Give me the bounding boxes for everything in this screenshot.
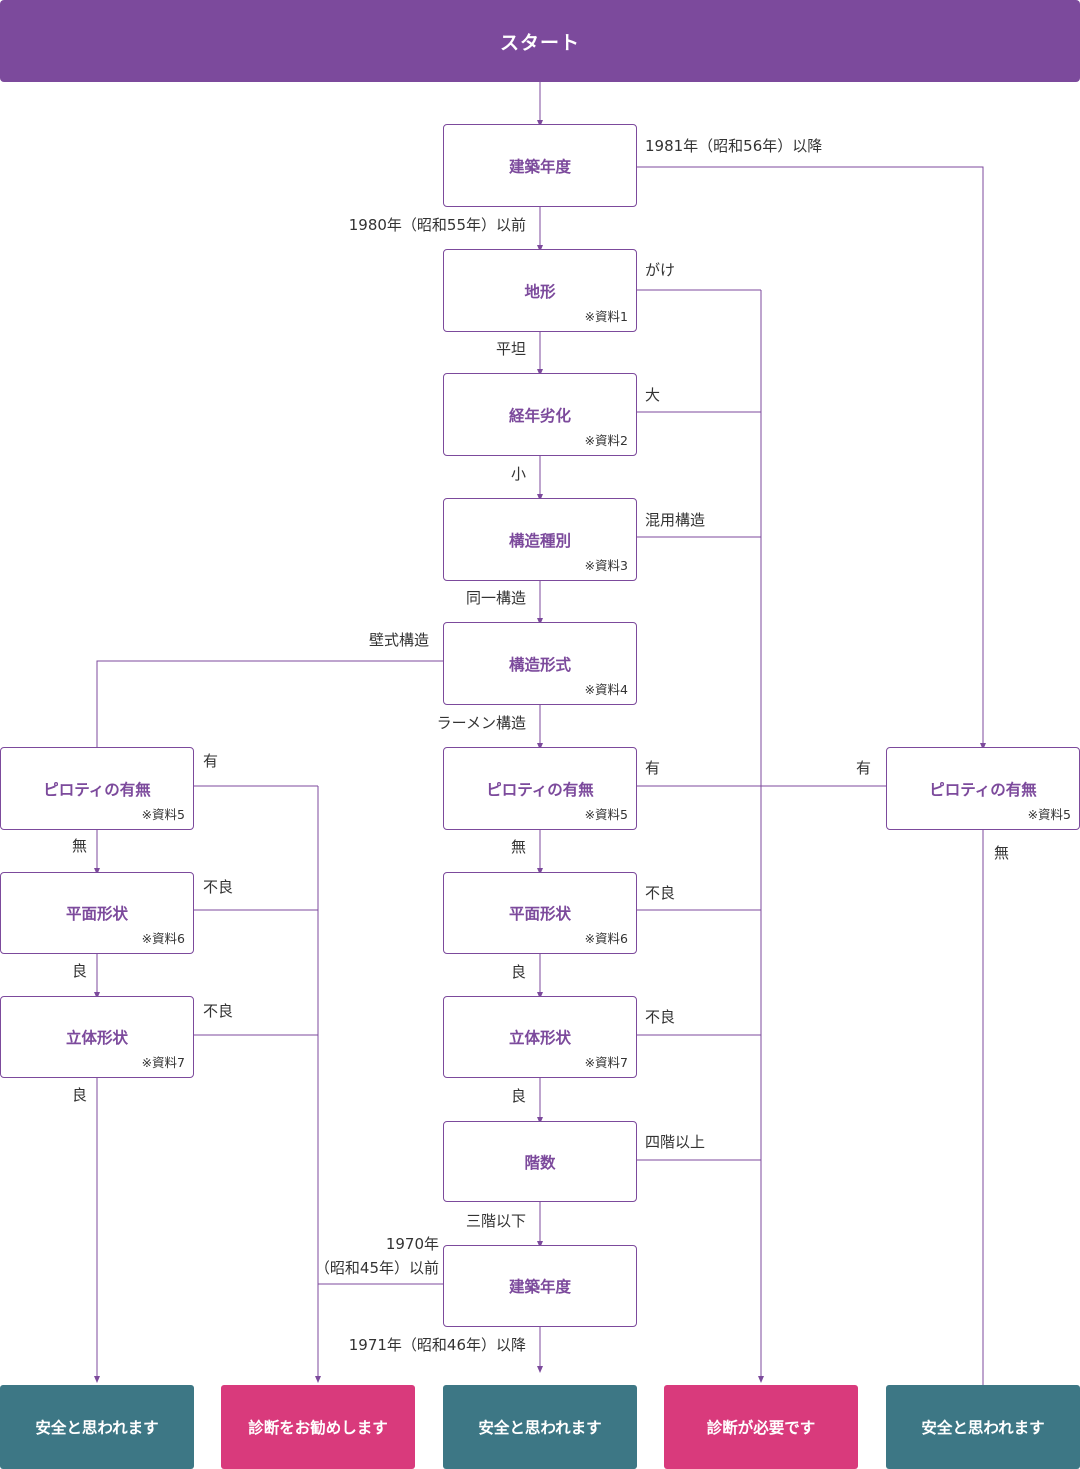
node-title: 地形 bbox=[524, 282, 556, 301]
node-ref: ※資料6 bbox=[584, 931, 628, 946]
result-diagnosis-required[interactable]: 診断が必要です bbox=[664, 1385, 858, 1469]
node-piloti-right[interactable]: ピロティの有無 ※資料5 bbox=[886, 747, 1080, 830]
label-plan-good-mid: 良 bbox=[510, 963, 526, 981]
label-piloti-yes-mid: 有 bbox=[645, 759, 661, 777]
label-large: 大 bbox=[645, 386, 661, 404]
label-piloti-yes-left: 有 bbox=[203, 752, 219, 770]
node-ref: ※資料6 bbox=[141, 931, 185, 946]
node-ref: ※資料1 bbox=[584, 309, 628, 324]
label-plan-bad-mid: 不良 bbox=[645, 884, 676, 902]
label-after-1981: 1981年（昭和56年）以降 bbox=[645, 137, 823, 155]
node-aging[interactable]: 経年劣化 ※資料2 bbox=[443, 373, 637, 456]
node-title: 建築年度 bbox=[508, 157, 571, 176]
label-solid-good-left: 良 bbox=[72, 1086, 88, 1104]
label-piloti-no-left: 無 bbox=[72, 837, 88, 855]
node-terrain[interactable]: 地形 ※資料1 bbox=[443, 249, 637, 332]
node-structure-type[interactable]: 構造種別 ※資料3 bbox=[443, 498, 637, 581]
label-rahmen-structure: ラーメン構造 bbox=[436, 714, 526, 732]
node-title: 構造種別 bbox=[508, 531, 571, 550]
label-flat: 平坦 bbox=[495, 340, 526, 358]
node-title: 平面形状 bbox=[65, 905, 128, 923]
node-solid-shape-mid[interactable]: 立体形状 ※資料7 bbox=[443, 996, 637, 1078]
node-ref: ※資料2 bbox=[584, 433, 628, 448]
node-ref: ※資料5 bbox=[1027, 807, 1071, 822]
node-title: 立体形状 bbox=[508, 1029, 571, 1047]
start-header: スタート bbox=[0, 0, 1080, 82]
node-title: ピロティの有無 bbox=[43, 780, 151, 799]
label-cliff: がけ bbox=[645, 261, 676, 279]
label-solid-bad-mid: 不良 bbox=[645, 1008, 676, 1026]
label-four-floors-plus: 四階以上 bbox=[645, 1133, 706, 1151]
label-before-1980: 1980年（昭和55年）以前 bbox=[348, 216, 526, 234]
label-1970-era: （昭和45年）以前 bbox=[314, 1259, 439, 1277]
label-mixed-structure: 混用構造 bbox=[645, 511, 706, 529]
node-ref: ※資料7 bbox=[141, 1055, 185, 1070]
node-piloti-mid[interactable]: ピロティの有無 ※資料5 bbox=[443, 747, 637, 830]
node-title: ピロティの有無 bbox=[929, 780, 1037, 799]
label-piloti-no-mid: 無 bbox=[510, 838, 526, 856]
label-three-floors-less: 三階以下 bbox=[465, 1212, 526, 1230]
label-piloti-no-right: 無 bbox=[994, 844, 1010, 862]
node-title: 平面形状 bbox=[508, 905, 571, 923]
node-plan-shape-mid[interactable]: 平面形状 ※資料6 bbox=[443, 872, 637, 954]
label-1970-year: 1970年 bbox=[385, 1235, 439, 1253]
label-plan-good-left: 良 bbox=[72, 962, 88, 980]
node-structure-form[interactable]: 構造形式 ※資料4 bbox=[443, 622, 637, 705]
result-safe-left[interactable]: 安全と思われます bbox=[0, 1385, 194, 1469]
label-piloti-yes-right: 有 bbox=[856, 759, 872, 777]
result-recommend-diagnosis[interactable]: 診断をお勧めします bbox=[221, 1385, 415, 1469]
node-ref: ※資料3 bbox=[584, 558, 628, 573]
result-safe-right[interactable]: 安全と思われます bbox=[886, 1385, 1080, 1469]
label-same-structure: 同一構造 bbox=[465, 589, 526, 607]
label-wall-structure: 壁式構造 bbox=[368, 631, 429, 649]
node-title: 経年劣化 bbox=[508, 406, 571, 425]
result-safe-middle[interactable]: 安全と思われます bbox=[443, 1385, 637, 1469]
node-title: 階数 bbox=[524, 1153, 556, 1172]
node-build-year-2[interactable]: 建築年度 bbox=[443, 1245, 637, 1327]
node-ref: ※資料7 bbox=[584, 1055, 628, 1070]
label-solid-good-mid: 良 bbox=[510, 1087, 526, 1105]
node-ref: ※資料5 bbox=[141, 807, 185, 822]
label-solid-bad-left: 不良 bbox=[203, 1002, 234, 1020]
label-after-1971: 1971年（昭和46年）以降 bbox=[348, 1336, 526, 1354]
label-small: 小 bbox=[510, 465, 526, 483]
node-build-year[interactable]: 建築年度 bbox=[443, 124, 637, 207]
node-title: ピロティの有無 bbox=[486, 780, 594, 799]
label-plan-bad-left: 不良 bbox=[203, 878, 234, 896]
node-floors[interactable]: 階数 bbox=[443, 1121, 637, 1202]
node-ref: ※資料5 bbox=[584, 807, 628, 822]
node-title: 立体形状 bbox=[65, 1029, 128, 1047]
node-solid-shape-left[interactable]: 立体形状 ※資料7 bbox=[0, 996, 194, 1078]
node-plan-shape-left[interactable]: 平面形状 ※資料6 bbox=[0, 872, 194, 954]
node-title: 建築年度 bbox=[508, 1278, 571, 1296]
node-ref: ※資料4 bbox=[584, 682, 628, 697]
node-title: 構造形式 bbox=[508, 655, 571, 674]
node-piloti-left[interactable]: ピロティの有無 ※資料5 bbox=[0, 747, 194, 830]
